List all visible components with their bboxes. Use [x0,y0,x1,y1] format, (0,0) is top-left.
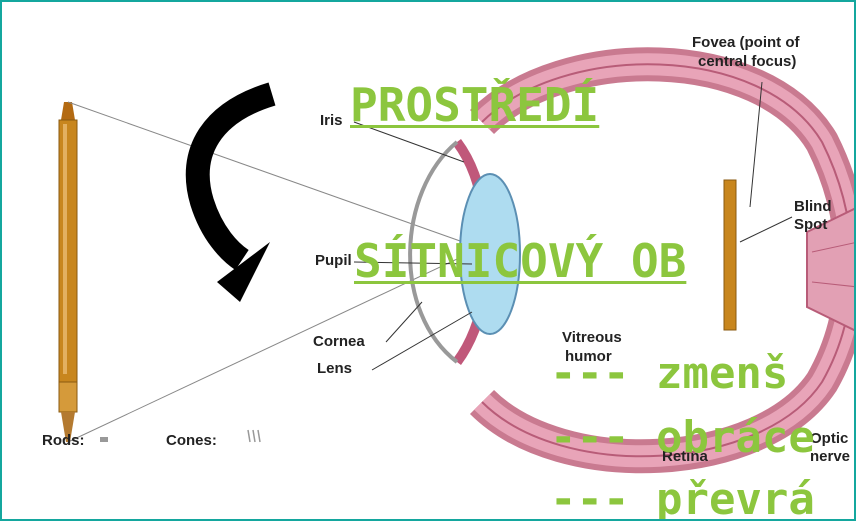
optic-nerve-label-2: nerve [810,448,850,465]
pencil-object [59,102,77,442]
rod-glyph-icon [100,437,108,442]
rods-label: Rods: [42,432,85,449]
pupil-label: Pupil [315,252,352,269]
cone-glyph-icon [248,430,260,442]
overlay-title-retinal-image: SÍTNICOVÝ OB [354,234,686,288]
fovea-label-2: central focus) [698,53,796,70]
optic-nerve-label: Optic [810,430,848,447]
fovea-label: Fovea (point of [692,34,800,51]
overlay-line-2: --- obráce [550,412,815,463]
blind-spot-label-2: Spot [794,216,827,233]
blind-spot-label: Blind [794,198,832,215]
iris-label: Iris [320,112,343,129]
vitreous-label: Vitreous [562,329,622,346]
overlay-line-3: --- převrá [550,474,815,521]
cornea-label: Cornea [313,333,365,350]
curved-arrow-icon [198,94,272,302]
overlay-title-environment: PROSTŘEDÍ [350,78,599,132]
cones-label: Cones: [166,432,217,449]
lens-label: Lens [317,360,352,377]
overlay-line-1: --- zmenš [550,348,788,399]
